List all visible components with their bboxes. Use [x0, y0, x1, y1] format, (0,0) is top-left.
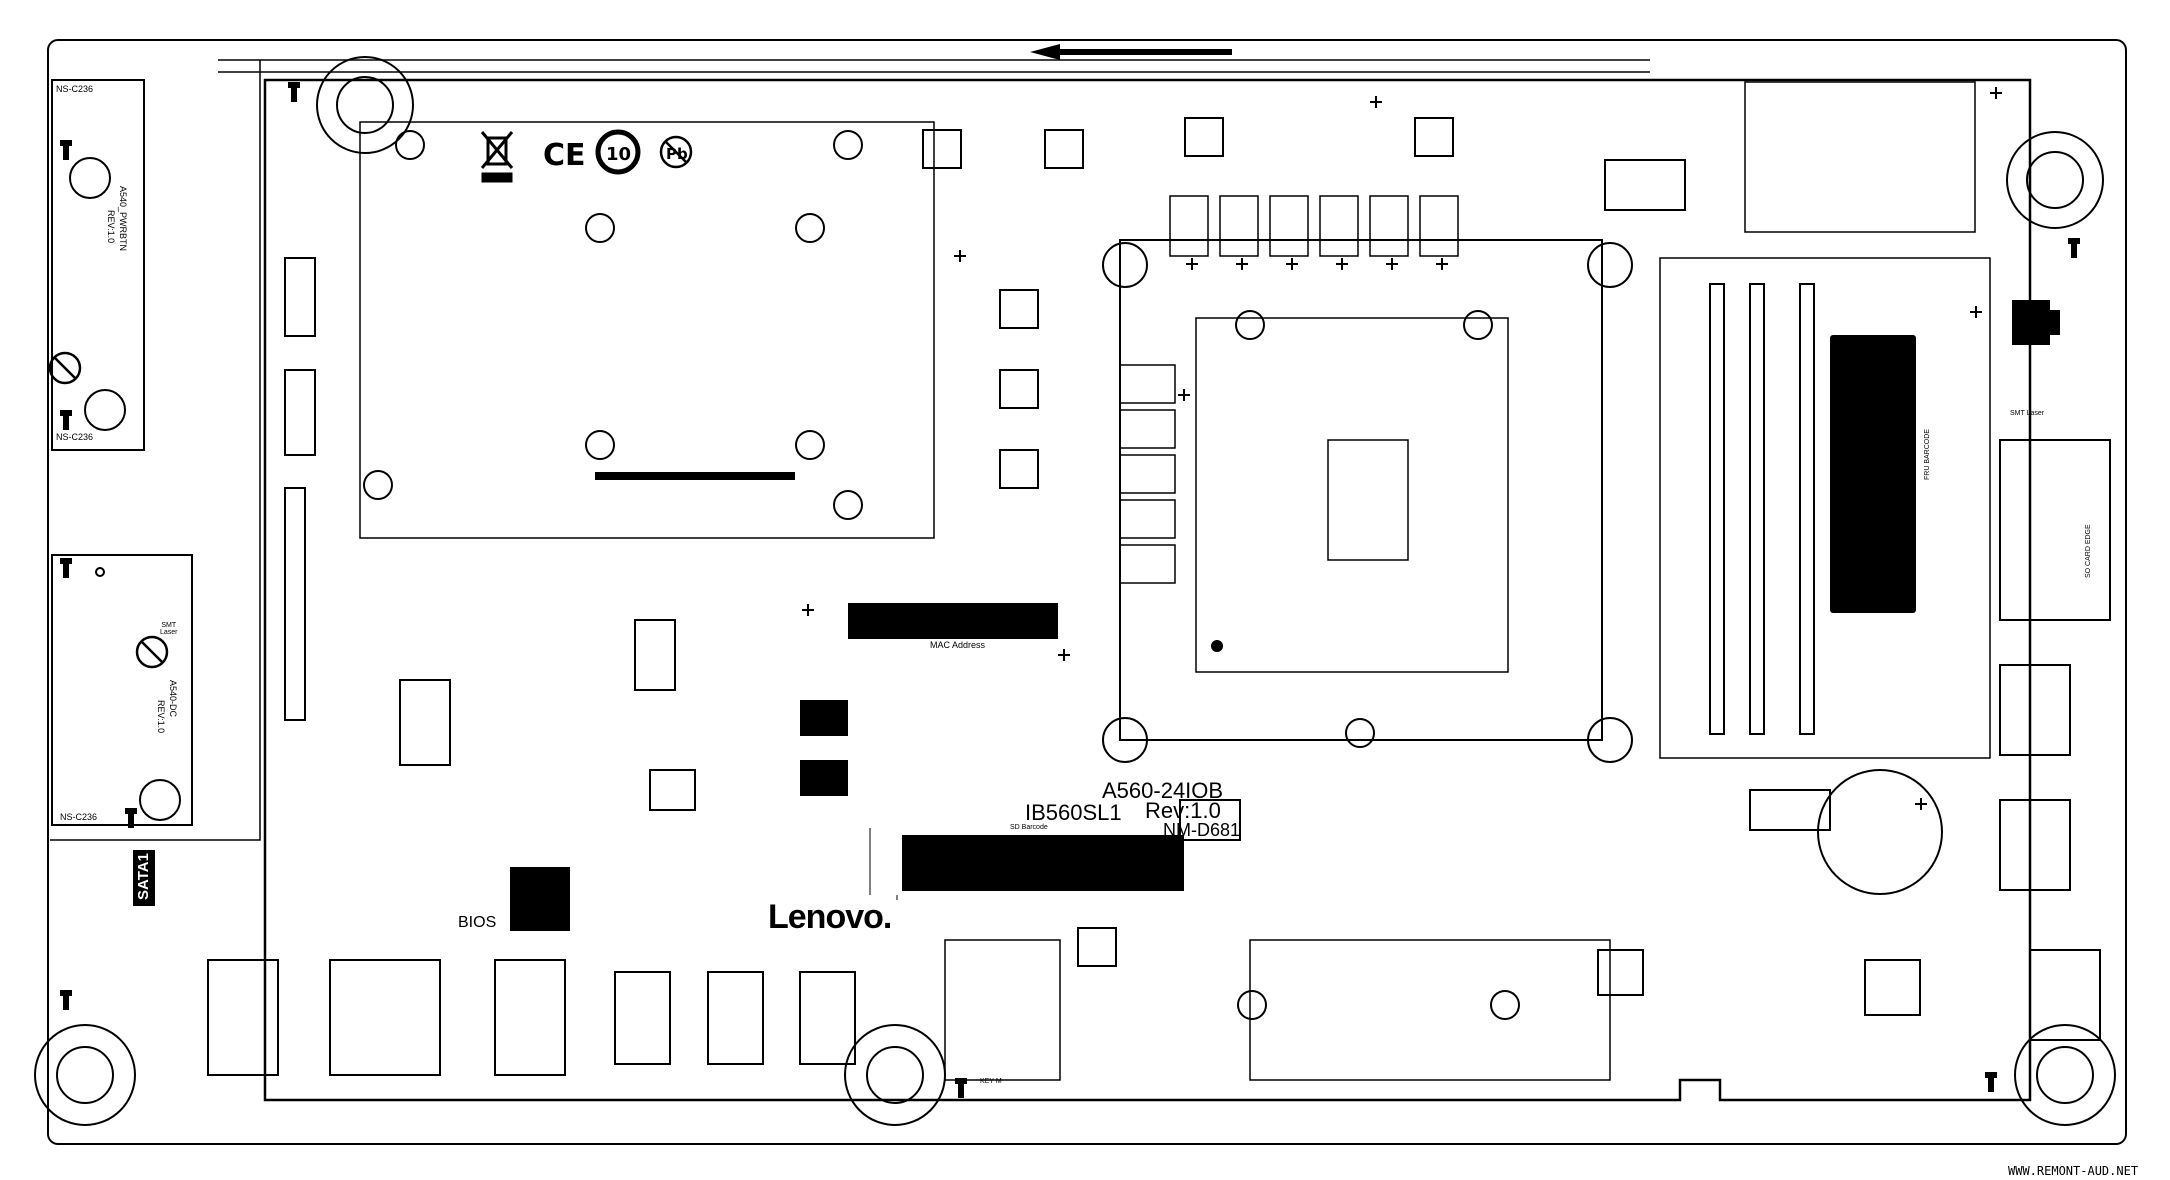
module-area — [359, 121, 935, 539]
m2-key-m-slot — [944, 939, 1061, 1081]
dc-board-name: A540-DC — [168, 680, 178, 718]
so-card-edge-label: SO CARD EDGE — [2085, 524, 2092, 578]
sodimm-slot — [1659, 257, 1991, 759]
fru-barcode-area — [1830, 335, 1916, 613]
svg-text:CE: CE — [543, 138, 586, 173]
pwrbtn-board — [51, 79, 145, 451]
pwrbtn-board-rev: REV:1.0 — [106, 210, 116, 244]
sd-barcode-label-area — [902, 835, 1184, 891]
epup-10-icon: 10 — [595, 129, 641, 175]
dc-conn-bottom: NS-C236 — [60, 812, 98, 822]
polarity-marks — [802, 87, 2002, 810]
board-name: IB560SL1 — [1025, 800, 1122, 825]
chassis-outline — [47, 39, 2127, 1145]
bios-chip — [510, 867, 570, 931]
mounting-hole-icon — [34, 56, 2116, 1126]
pwrbtn-conn-bottom: NS-C236 — [56, 432, 94, 442]
m2-slot-top — [1744, 81, 1976, 233]
board-model: A560-24IOB — [1102, 778, 1224, 803]
pb-free-icon — [48, 351, 169, 669]
coin-battery-icon — [1817, 769, 1943, 895]
mac-address-label-area — [848, 603, 1058, 639]
pb-free-icon: Pb — [659, 135, 693, 169]
smt-laser-left-label: SMT Laser — [160, 622, 178, 636]
fru-barcode-label: FRU BARCODE — [1924, 429, 1931, 480]
pwrbtn-conn-top: NS-C236 — [56, 84, 94, 94]
sd-barcode-label: SD Barcode — [1010, 824, 1048, 831]
pwrbtn-board-name: A540_PWRBTN — [118, 186, 128, 252]
ce-mark-icon: CE — [543, 138, 586, 173]
dc-board — [51, 554, 193, 826]
direction-arrow-icon — [1030, 44, 1232, 60]
board-revision: Rev:1.0 — [1145, 798, 1221, 823]
key-m-label: KEY M — [980, 1078, 1002, 1085]
motherboard-outline — [263, 78, 2032, 1102]
bios-label: BIOS — [458, 914, 497, 931]
mac-address-label: MAC Address — [930, 640, 986, 650]
board-number: NM-D681 — [1163, 820, 1241, 840]
screw-icon — [60, 82, 2080, 1098]
svg-text:10: 10 — [606, 144, 631, 165]
weee-bin-icon — [480, 131, 514, 183]
brand-logo: Lenovo. — [768, 898, 892, 936]
dc-board-rev: REV:1.0 — [156, 700, 166, 734]
smt-laser-right-label: SMT Laser — [2010, 410, 2045, 417]
sata1-label: SATA1 — [134, 850, 153, 903]
watermark: WWW.REMONT-AUD.NET — [2008, 1164, 2139, 1178]
cpu-socket — [1119, 239, 1603, 741]
